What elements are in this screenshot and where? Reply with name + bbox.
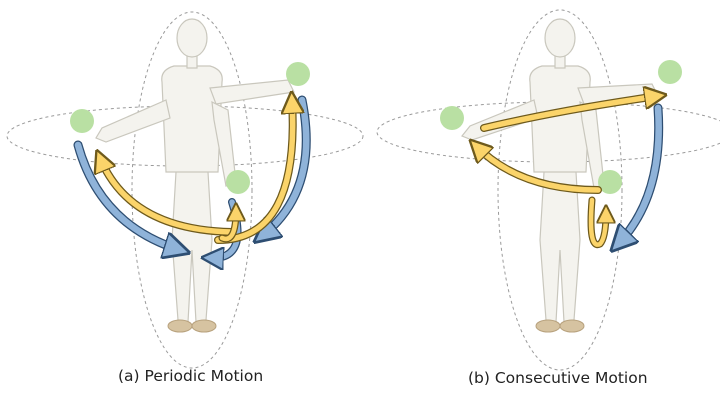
human-figure <box>96 19 294 332</box>
target-circle <box>658 60 682 84</box>
target-circle <box>226 170 250 194</box>
target-circle <box>286 62 310 86</box>
caption-periodic-motion: (a) Periodic Motion <box>118 367 263 385</box>
panel-b <box>377 10 720 370</box>
target-circle <box>440 106 464 130</box>
curved-arrow <box>618 108 659 244</box>
human-figure <box>462 19 658 332</box>
target-circle <box>70 109 94 133</box>
caption-consecutive-motion: (b) Consecutive Motion <box>468 369 648 387</box>
panel-a <box>7 12 363 368</box>
